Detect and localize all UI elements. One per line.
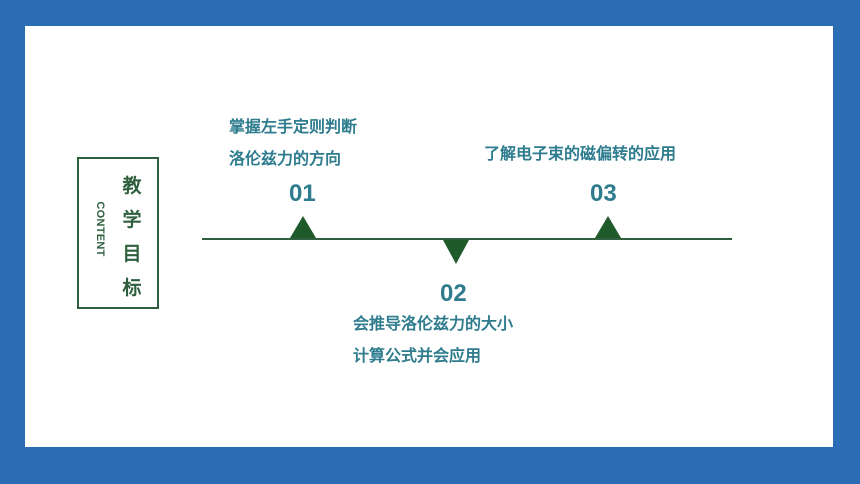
item-03-line-1: 了解电子束的磁偏转的应用 <box>484 144 677 163</box>
item-02-text: 会推导洛伦兹力的大小 计算公式并会应用 <box>353 308 513 372</box>
title-box: CONTENT 教 学 目 标 <box>77 157 159 309</box>
item-01-marker-triangle <box>290 216 316 238</box>
item-02-line-1: 会推导洛伦兹力的大小 <box>353 314 514 333</box>
item-01-line-2: 洛伦兹力的方向 <box>229 149 342 168</box>
title-chinese: 教 学 目 标 <box>115 169 149 305</box>
title-char: 学 <box>122 209 142 231</box>
item-01-number: 01 <box>289 180 316 207</box>
title-char: 标 <box>122 277 142 299</box>
item-01-line-1: 掌握左手定则判断 <box>229 117 358 136</box>
content-label: CONTENT <box>94 201 106 257</box>
title-char: 教 <box>122 175 142 197</box>
slide-canvas: CONTENT 教 学 目 标 掌握左手定则判断 洛伦兹力的方向 01 02 会… <box>25 26 833 447</box>
title-char: 目 <box>122 243 142 265</box>
item-03-marker-triangle <box>595 216 621 238</box>
item-02-line-2: 计算公式并会应用 <box>353 346 482 365</box>
item-03-text: 了解电子束的磁偏转的应用 <box>484 138 676 170</box>
item-02-number: 02 <box>440 280 467 307</box>
item-03-number: 03 <box>590 180 617 207</box>
timeline-line <box>202 238 732 240</box>
item-01-text: 掌握左手定则判断 洛伦兹力的方向 <box>229 111 357 175</box>
item-02-marker-triangle <box>443 240 469 264</box>
